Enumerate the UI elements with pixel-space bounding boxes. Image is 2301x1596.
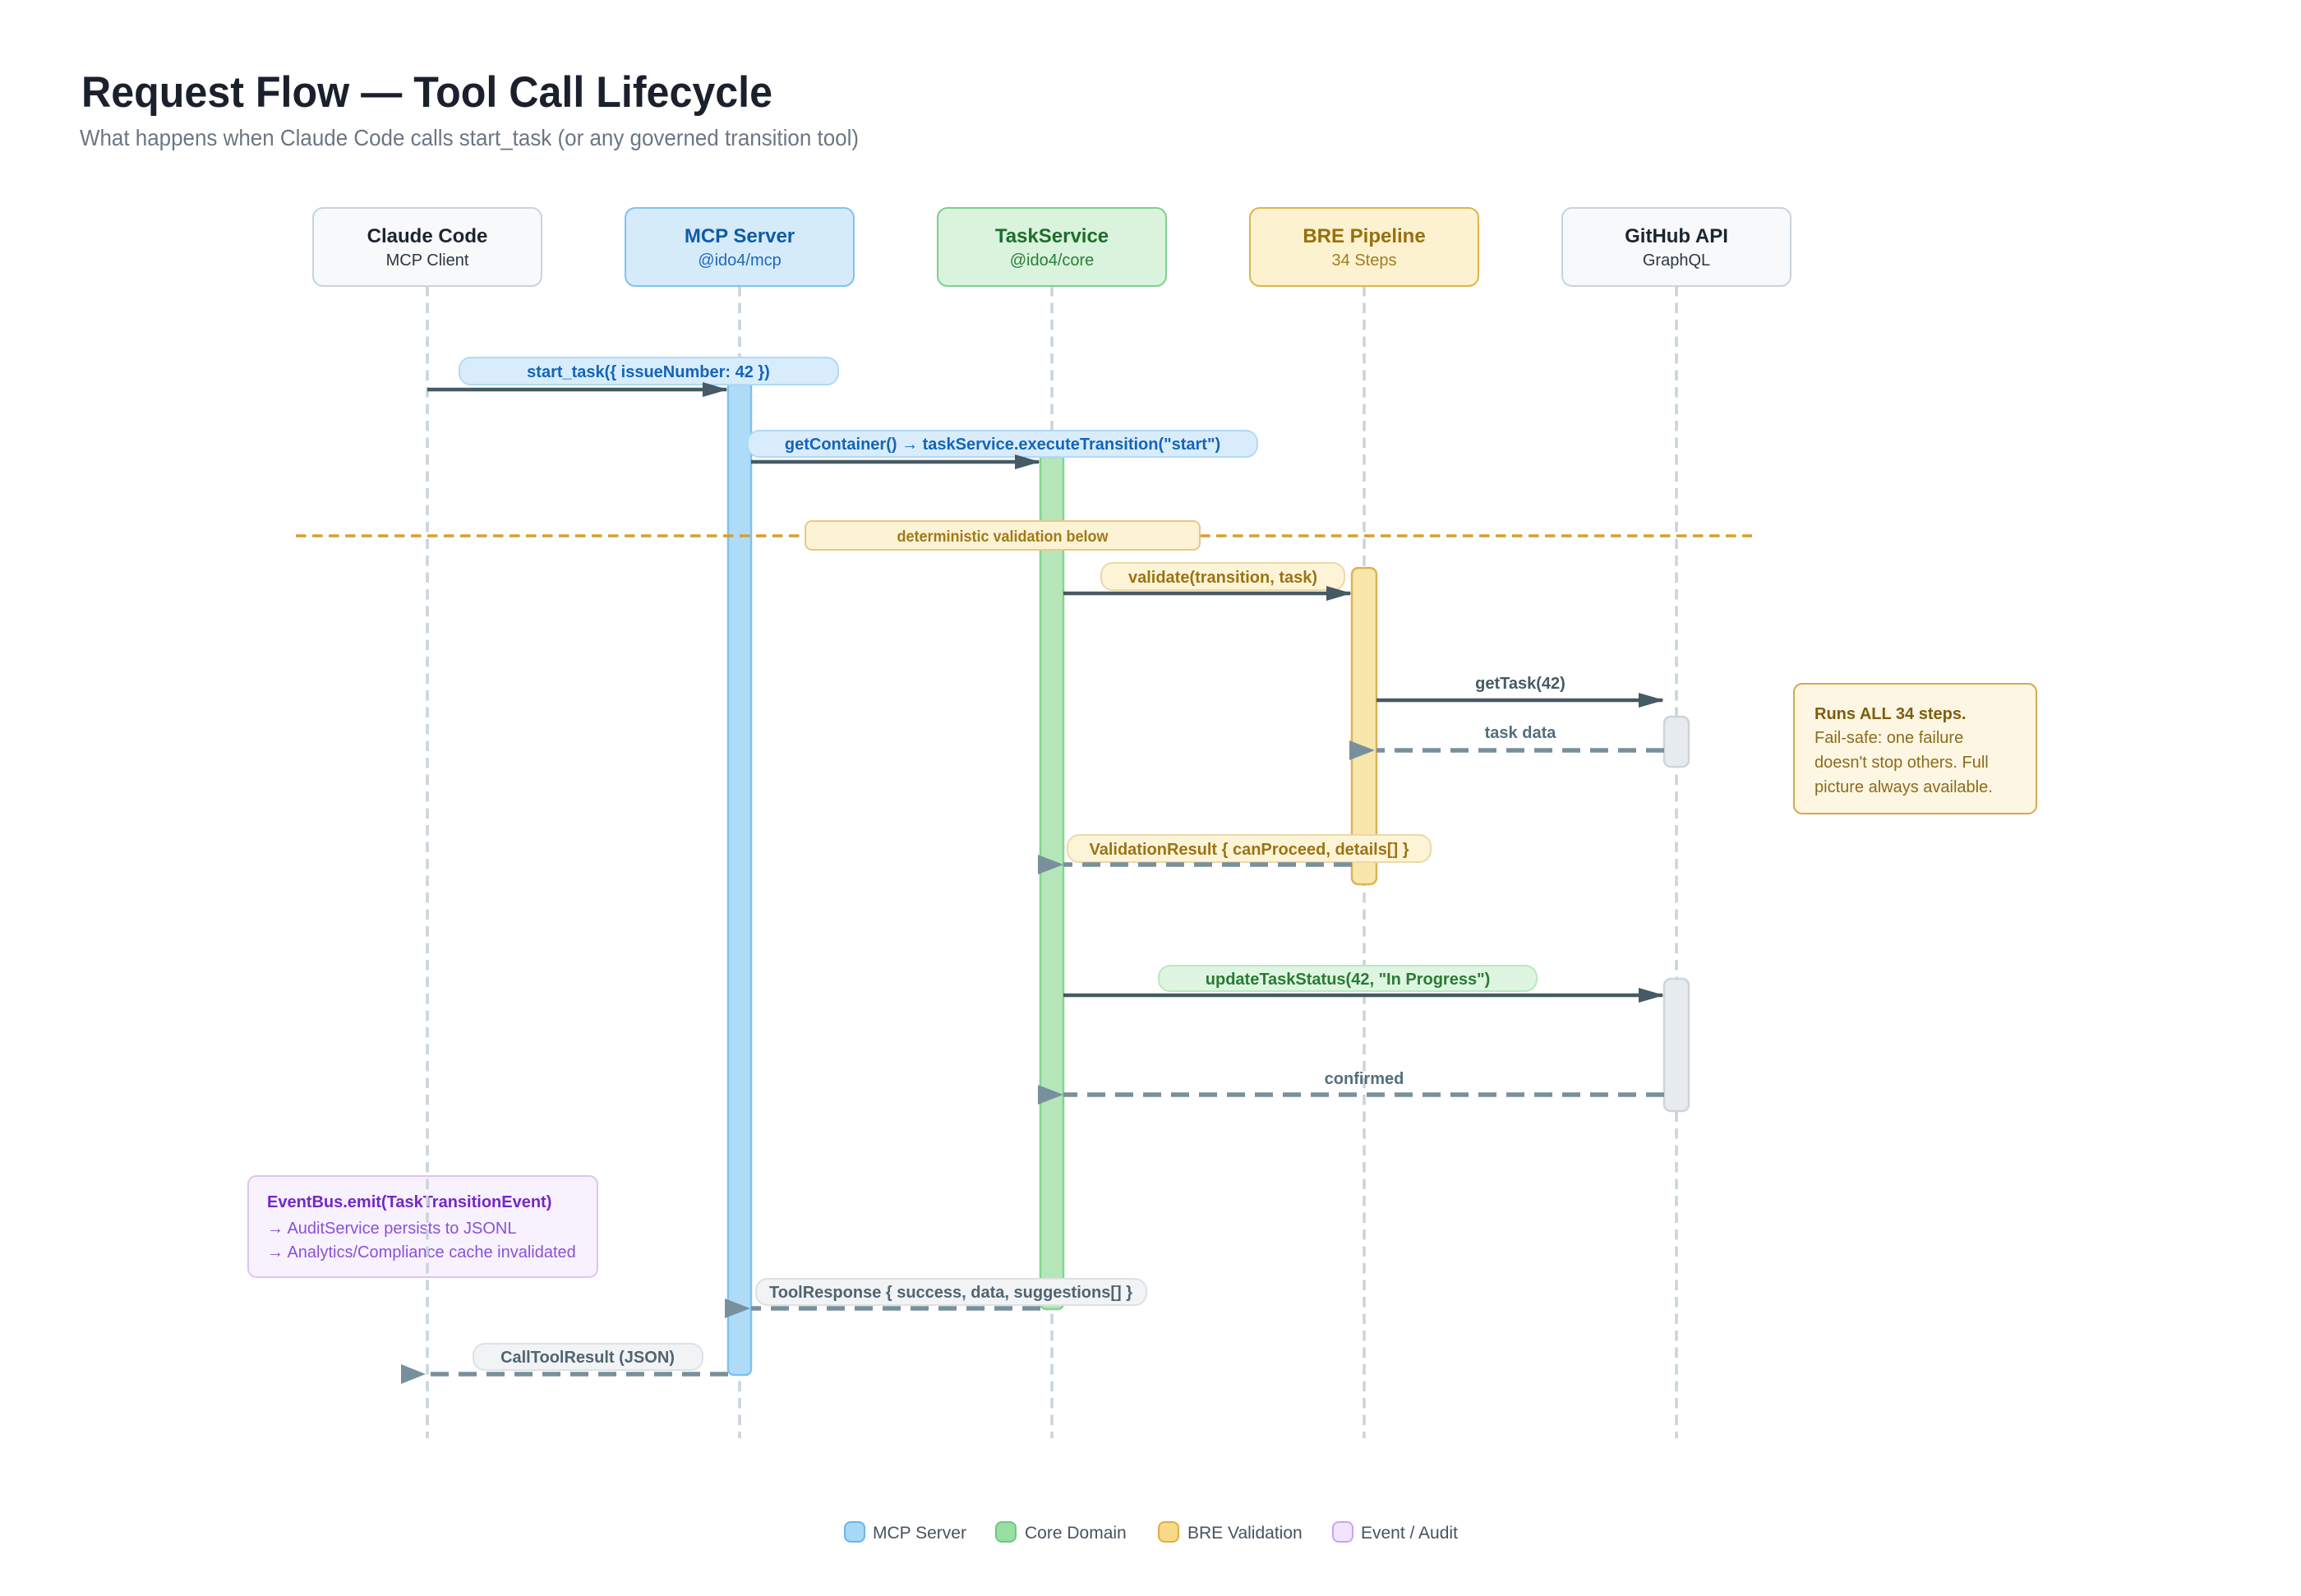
svg-text:BRE Validation: BRE Validation [1187,1524,1303,1543]
svg-text:picture always available.: picture always available. [1815,778,1993,796]
svg-text:@ido4/core: @ido4/core [1010,251,1095,270]
svg-text:doesn't stop others. Full: doesn't stop others. Full [1815,754,1989,772]
svg-text:Claude Code: Claude Code [367,225,488,247]
svg-text:34 Steps: 34 Steps [1332,251,1397,270]
svg-text:GraphQL: GraphQL [1643,251,1710,270]
svg-text:Core Domain: Core Domain [1025,1524,1127,1543]
svg-text:ToolResponse { success, data,: ToolResponse { success, data, suggestion… [769,1284,1132,1302]
svg-text:Event / Audit: Event / Audit [1361,1524,1458,1543]
svg-text:→ Analytics/Compliance cache i: → Analytics/Compliance cache invalidated [267,1243,576,1262]
svg-text:MCP Client: MCP Client [386,251,469,270]
svg-text:Runs ALL 34 steps.: Runs ALL 34 steps. [1815,705,1967,723]
svg-text:validate(transition, task): validate(transition, task) [1128,569,1317,587]
svg-text:deterministic validation below: deterministic validation below [897,528,1109,546]
svg-text:TaskService: TaskService [995,225,1109,247]
svg-text:confirmed: confirmed [1325,1070,1404,1088]
svg-text:→ AuditService persists to JSO: → AuditService persists to JSONL [267,1220,516,1238]
svg-text:MCP Server: MCP Server [685,225,795,247]
svg-text:BRE Pipeline: BRE Pipeline [1303,225,1425,247]
svg-text:Fail-safe: one failure: Fail-safe: one failure [1815,729,1963,747]
svg-text:What happens when Claude Code: What happens when Claude Code calls star… [80,125,859,150]
svg-text:ValidationResult { canProceed,: ValidationResult { canProceed, details[]… [1089,841,1409,859]
svg-text:task data: task data [1485,724,1557,742]
svg-text:GitHub API: GitHub API [1625,225,1728,247]
svg-text:Request Flow — Tool Call Lifec: Request Flow — Tool Call Lifecycle [81,68,772,117]
svg-text:start_task({ issueNumber: 42 }: start_task({ issueNumber: 42 }) [527,363,770,381]
svg-text:CallToolResult (JSON): CallToolResult (JSON) [500,1349,675,1367]
svg-text:MCP Server: MCP Server [873,1524,966,1543]
svg-text:@ido4/mcp: @ido4/mcp [698,251,781,270]
svg-text:getContainer() → taskService.e: getContainer() → taskService.executeTran… [785,436,1220,454]
svg-text:EventBus.emit(TaskTransitionEv: EventBus.emit(TaskTransitionEvent) [267,1193,551,1211]
svg-text:updateTaskStatus(42, "In Progr: updateTaskStatus(42, "In Progress") [1206,971,1490,989]
svg-text:getTask(42): getTask(42) [1475,675,1566,693]
